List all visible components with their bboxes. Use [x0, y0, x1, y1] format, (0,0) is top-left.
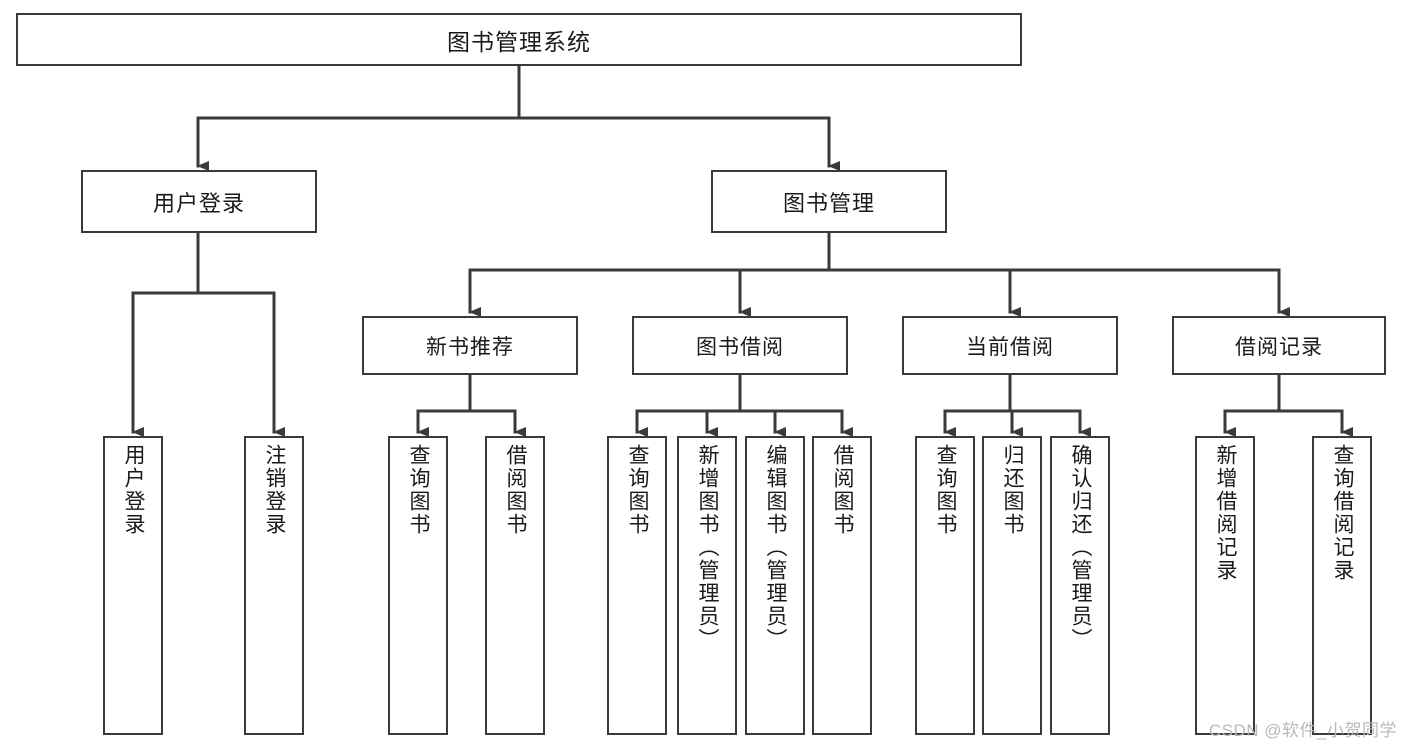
node-new-book-recommend[interactable]: 新书推荐	[362, 316, 578, 375]
node-borrow-record-label: 借阅记录	[1235, 335, 1323, 359]
leaf-query-book-current[interactable]: 查询图书	[915, 436, 975, 735]
leaf-user-login-label: 用户登录	[122, 444, 146, 536]
leaf-add-book-admin[interactable]: 新增图书（管理员）	[677, 436, 737, 735]
leaf-add-borrow-record[interactable]: 新增借阅记录	[1195, 436, 1255, 735]
node-borrow-record[interactable]: 借阅记录	[1172, 316, 1386, 375]
leaf-query-borrow-record[interactable]: 查询借阅记录	[1312, 436, 1372, 735]
leaf-query-book-rec-label: 查询图书	[407, 444, 431, 536]
node-root[interactable]: 图书管理系统	[16, 13, 1022, 66]
leaf-borrow-book-label: 借阅图书	[831, 444, 855, 536]
node-book-management-label: 图书管理	[782, 190, 875, 216]
node-root-label: 图书管理系统	[447, 28, 591, 55]
node-book-borrow-label: 图书借阅	[696, 335, 784, 359]
leaf-return-book[interactable]: 归还图书	[982, 436, 1042, 735]
node-current-borrow[interactable]: 当前借阅	[902, 316, 1118, 375]
leaf-borrow-book-rec-label: 借阅图书	[504, 444, 528, 536]
leaf-query-book-borrow[interactable]: 查询图书	[607, 436, 667, 735]
leaf-add-book-admin-label: 新增图书（管理员）	[696, 444, 720, 651]
leaf-edit-book-admin[interactable]: 编辑图书（管理员）	[745, 436, 805, 735]
leaf-query-book-rec[interactable]: 查询图书	[388, 436, 448, 735]
node-current-borrow-label: 当前借阅	[966, 335, 1054, 359]
node-book-borrow[interactable]: 图书借阅	[632, 316, 848, 375]
leaf-edit-book-admin-label: 编辑图书（管理员）	[764, 444, 788, 651]
leaf-return-book-label: 归还图书	[1001, 444, 1025, 536]
leaf-query-book-borrow-label: 查询图书	[626, 444, 650, 536]
csdn-watermark: CSDN @软件_小贺同学	[1208, 721, 1397, 740]
leaf-borrow-book-rec[interactable]: 借阅图书	[485, 436, 545, 735]
node-new-book-recommend-label: 新书推荐	[426, 335, 514, 359]
node-user-login[interactable]: 用户登录	[81, 170, 317, 233]
leaf-confirm-return-admin[interactable]: 确认归还（管理员）	[1050, 436, 1110, 735]
leaf-add-borrow-record-label: 新增借阅记录	[1214, 444, 1238, 582]
leaf-confirm-return-admin-label: 确认归还（管理员）	[1069, 444, 1093, 651]
leaf-user-login[interactable]: 用户登录	[103, 436, 163, 735]
leaf-query-book-current-label: 查询图书	[934, 444, 958, 536]
node-user-login-label: 用户登录	[152, 190, 245, 216]
leaf-borrow-book[interactable]: 借阅图书	[812, 436, 872, 735]
leaf-query-borrow-record-label: 查询借阅记录	[1331, 444, 1355, 582]
leaf-logout[interactable]: 注销登录	[244, 436, 304, 735]
node-book-management[interactable]: 图书管理	[711, 170, 947, 233]
leaf-logout-label: 注销登录	[263, 444, 287, 536]
